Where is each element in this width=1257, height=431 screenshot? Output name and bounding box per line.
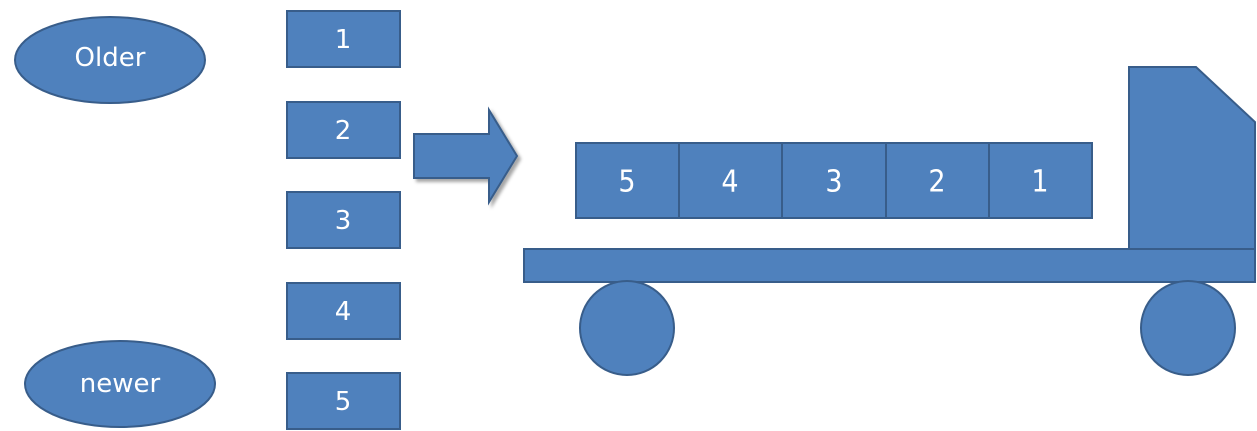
right-arrow-icon (413, 106, 519, 206)
newer-ellipse: newer (24, 340, 216, 428)
older-label: Older (75, 43, 146, 73)
queue-item-label: 2 (335, 116, 352, 146)
rear-wheel (579, 280, 675, 376)
truck-cab (1128, 66, 1256, 250)
cargo-box-label: 5 (618, 165, 635, 200)
cargo-box-2: 2 (885, 142, 990, 219)
older-ellipse: Older (14, 16, 206, 104)
cargo-box-label: 2 (928, 165, 945, 200)
cargo-box-label: 3 (825, 165, 842, 200)
queue-item-label: 1 (335, 25, 352, 55)
queue-item-5: 5 (286, 372, 401, 430)
cargo-box-5: 5 (575, 142, 680, 219)
cargo-box-4: 4 (678, 142, 783, 219)
queue-item-4: 4 (286, 282, 401, 340)
truck-cargo: 5 4 3 2 1 (575, 142, 1093, 219)
cargo-box-label: 1 (1031, 165, 1048, 200)
truck: 5 4 3 2 1 (523, 66, 1256, 376)
cargo-box-1: 1 (988, 142, 1093, 219)
queue-item-2: 2 (286, 101, 401, 159)
front-wheel (1140, 280, 1236, 376)
queue-item-label: 4 (335, 297, 352, 327)
queue-item-label: 3 (335, 206, 352, 236)
newer-label: newer (80, 369, 161, 399)
queue-item-1: 1 (286, 10, 401, 68)
queue-item-3: 3 (286, 191, 401, 249)
queue-item-label: 5 (335, 387, 352, 417)
cargo-box-3: 3 (781, 142, 887, 219)
truck-bed (523, 248, 1256, 283)
cargo-box-label: 4 (721, 165, 738, 200)
